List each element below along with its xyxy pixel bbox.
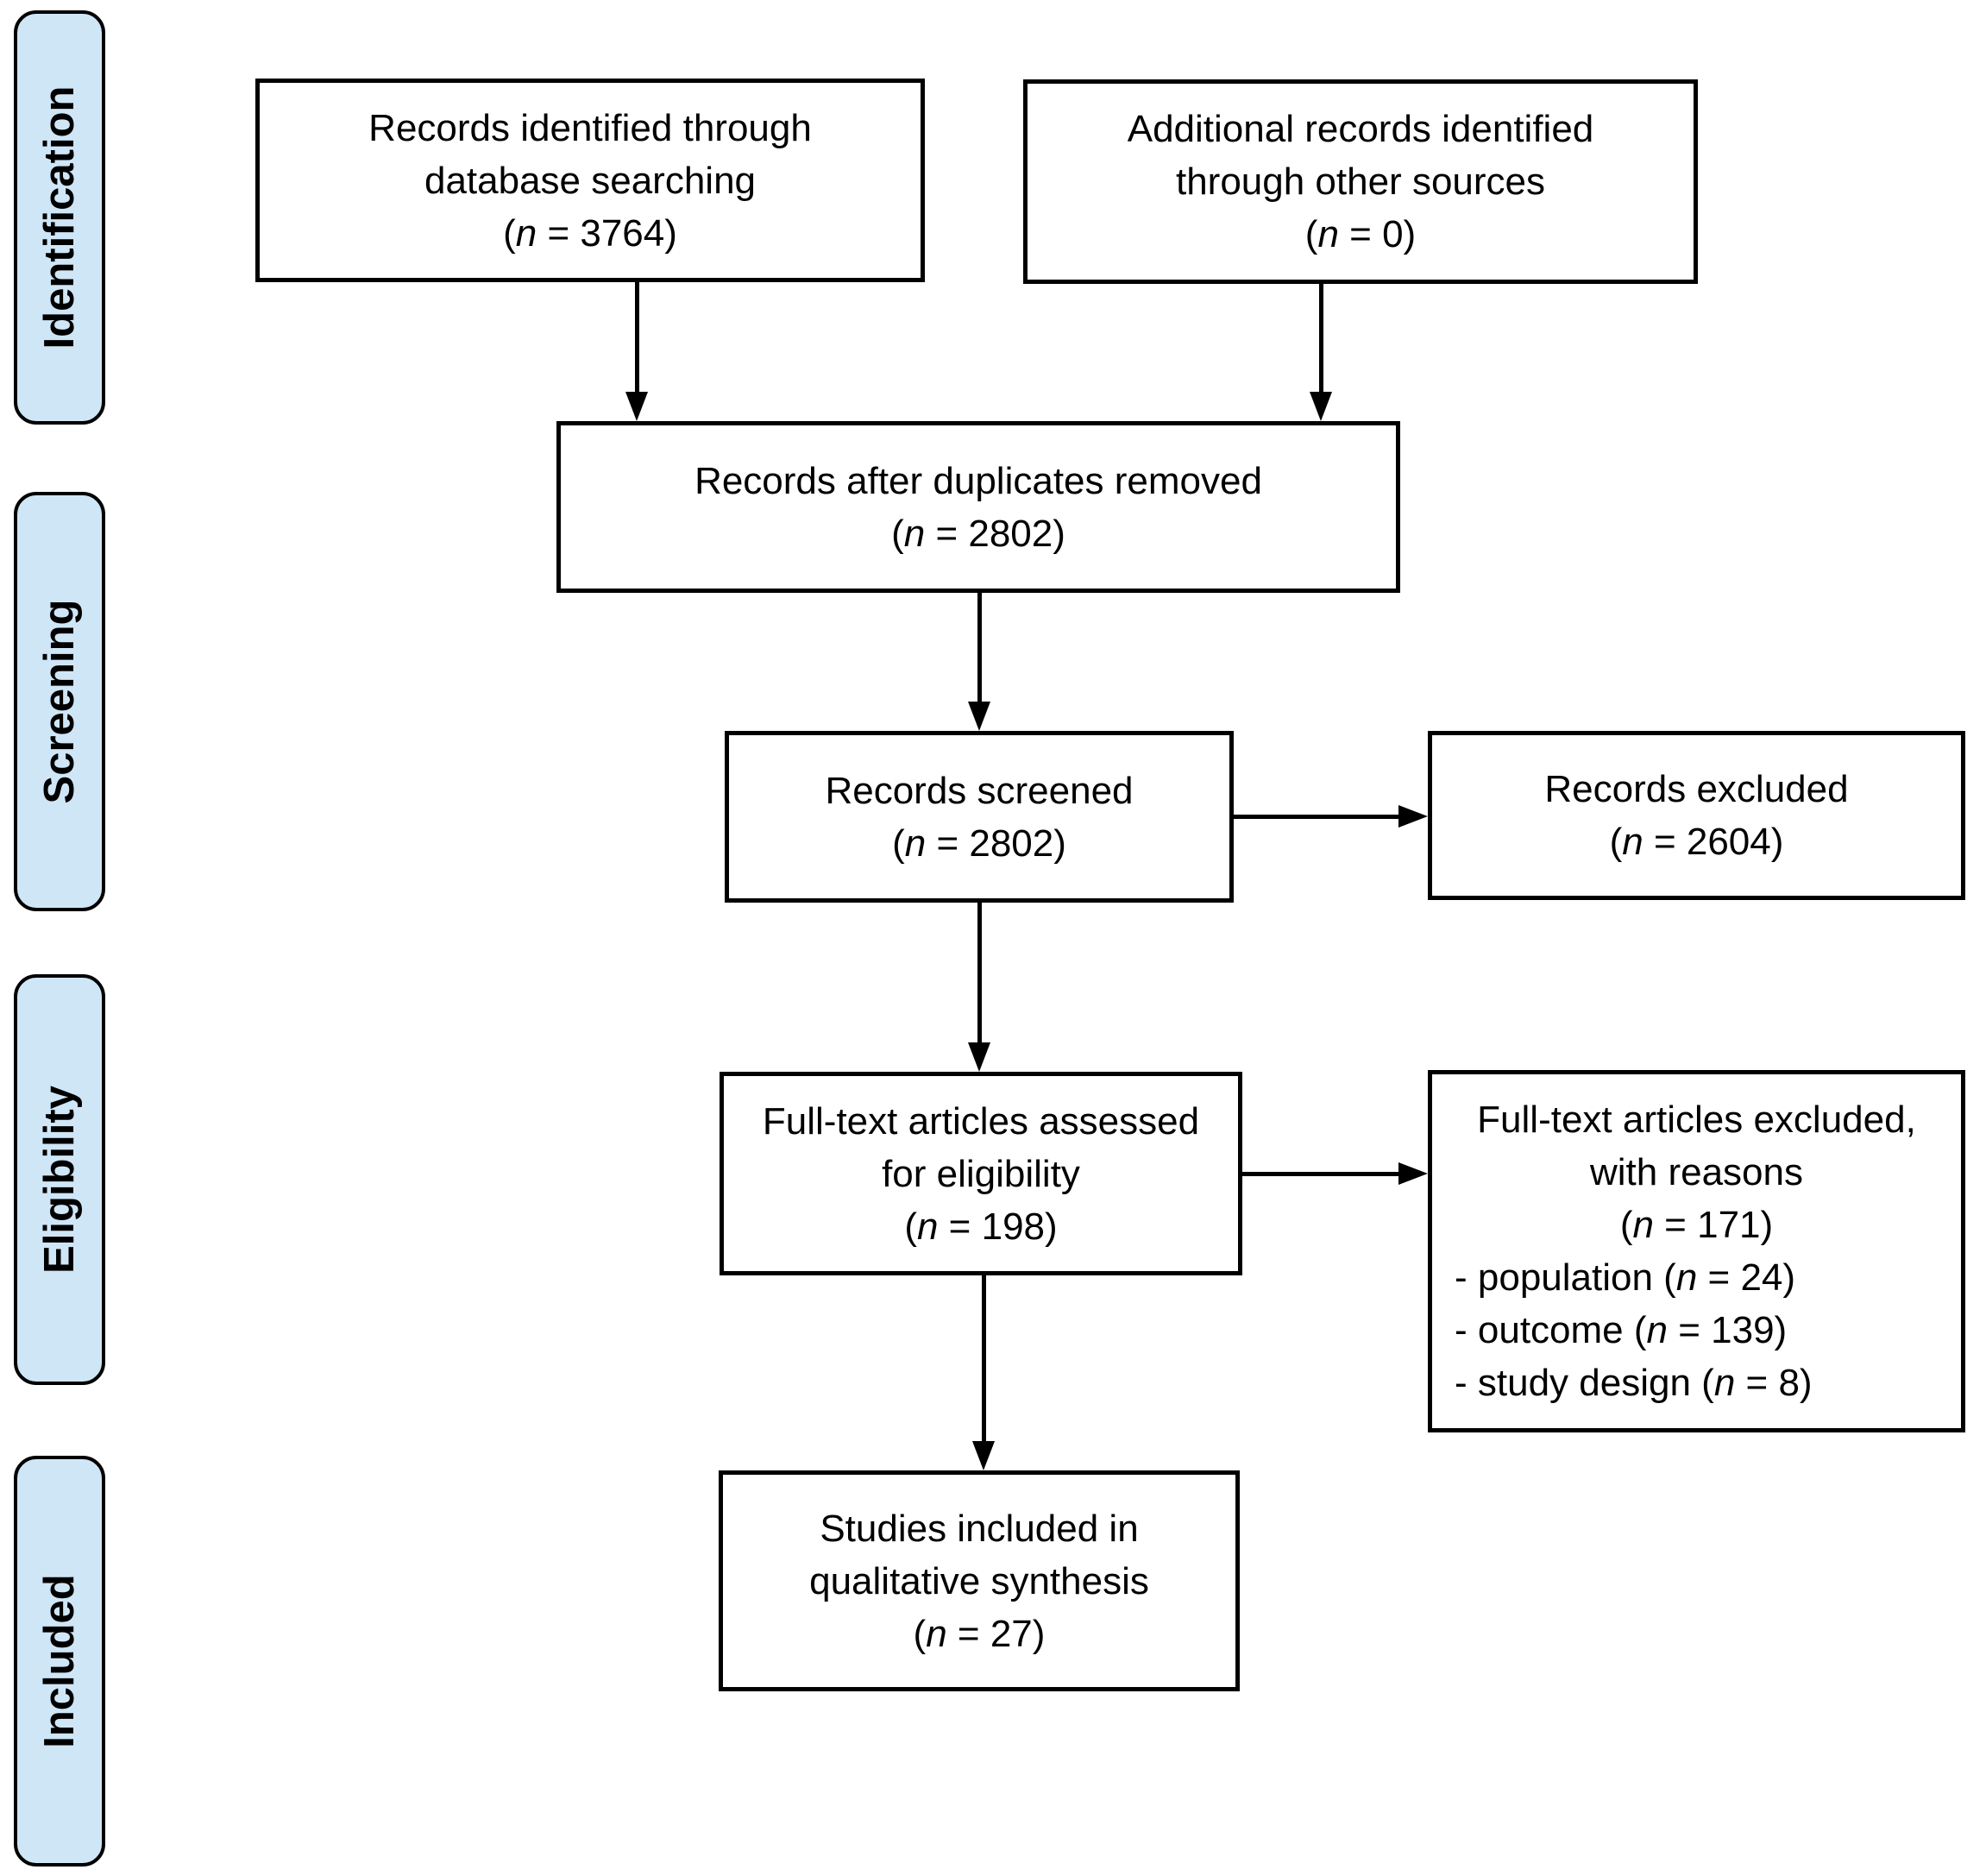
flow-arrow-down-shaft	[981, 1275, 986, 1446]
box-fulltext-excluded: Full-text articles excluded, with reasons…	[1428, 1070, 1965, 1432]
flow-arrow-right-shaft	[1234, 814, 1404, 819]
box-fulltext-assessed-line: Full-text articles assessed	[762, 1099, 1200, 1143]
box-fulltext-assessed-line: (n = 198)	[904, 1205, 1058, 1248]
box-records-identified-line: Records identified through	[368, 106, 812, 149]
flow-arrow-right-head	[1398, 805, 1428, 828]
stage-bar-screening: Screening	[14, 492, 105, 911]
stage-label-screening: Screening	[36, 599, 83, 804]
box-fulltext-excluded-line: with reasons	[1589, 1151, 1803, 1193]
box-studies-included: Studies included in qualitative synthesis…	[719, 1470, 1240, 1691]
box-studies-included-line: Studies included in	[820, 1507, 1139, 1550]
box-studies-included-line: qualitative synthesis	[809, 1559, 1149, 1602]
flow-arrow-down-shaft	[977, 903, 982, 1048]
stage-bar-included: Included	[14, 1456, 105, 1867]
flow-arrow-down-shaft	[1318, 284, 1323, 397]
box-records-after-duplicates: Records after duplicates removed (n = 280…	[556, 421, 1400, 593]
flow-arrow-down-head	[1310, 392, 1332, 421]
flow-arrow-down-head	[972, 1441, 995, 1470]
box-records-excluded-line: Records excluded	[1544, 768, 1849, 810]
stage-bar-identification: Identification	[14, 10, 105, 425]
box-fulltext-assessed: Full-text articles assessed for eligibili…	[720, 1072, 1242, 1275]
flow-arrow-right-shaft	[1242, 1171, 1404, 1176]
box-records-screened: Records screened (n = 2802)	[725, 731, 1234, 903]
flow-arrow-down-shaft	[634, 282, 639, 397]
stage-bar-eligibility: Eligibility	[14, 974, 105, 1385]
box-additional-records-line: (n = 0)	[1304, 213, 1417, 255]
box-records-excluded: Records excluded (n = 2604)	[1428, 731, 1965, 900]
box-fulltext-excluded-line: Full-text articles excluded,	[1477, 1099, 1916, 1141]
flow-arrow-down-shaft	[977, 593, 982, 707]
box-records-identified-line: (n = 3764)	[503, 211, 677, 255]
box-fulltext-excluded-line: (n = 171)	[1619, 1204, 1774, 1246]
box-records-identified: Records identified through database searc…	[255, 79, 925, 282]
box-additional-records-line: through other sources	[1175, 161, 1546, 203]
stage-label-included: Included	[36, 1574, 83, 1748]
box-fulltext-assessed-line: for eligibility	[882, 1152, 1080, 1195]
box-studies-included-line: (n = 27)	[913, 1612, 1046, 1655]
flow-arrow-down-head	[625, 392, 648, 421]
exclusion-reason: - population (n = 24)	[1455, 1256, 1796, 1299]
flow-arrow-down-head	[968, 1042, 990, 1072]
box-records-screened-line: (n = 2802)	[892, 822, 1066, 865]
box-records-after-duplicates-line: (n = 2802)	[891, 512, 1065, 555]
box-additional-records-line: Additional records identified	[1127, 108, 1594, 150]
stage-label-eligibility: Eligibility	[36, 1086, 83, 1274]
exclusion-reason: - outcome (n = 139)	[1455, 1309, 1788, 1351]
box-fulltext-excluded-reasons: - population (n = 24) - outcome (n = 139)…	[1432, 1251, 1961, 1409]
box-records-identified-line: database searching	[424, 159, 757, 202]
flow-arrow-right-head	[1398, 1162, 1428, 1185]
exclusion-reason: - study design (n = 8)	[1455, 1362, 1813, 1404]
box-additional-records: Additional records identified through oth…	[1023, 79, 1698, 284]
box-records-screened-line: Records screened	[825, 769, 1134, 812]
box-records-after-duplicates-line: Records after duplicates removed	[694, 459, 1262, 502]
stage-label-identification: Identification	[36, 85, 83, 349]
flow-arrow-down-head	[968, 702, 990, 731]
box-records-excluded-line: (n = 2604)	[1609, 821, 1784, 863]
